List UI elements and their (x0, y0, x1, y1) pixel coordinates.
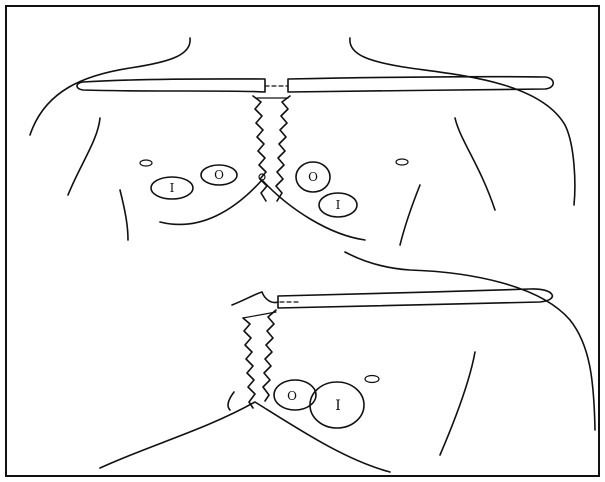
bottom-axilla-line (440, 352, 475, 455)
bottom-port-inflow-label: I (335, 398, 341, 414)
top-right-axilla-line (455, 118, 495, 210)
top-left-flank (120, 190, 128, 240)
top-right-nipple (396, 159, 408, 165)
bottom-port-outflow-label: O (287, 389, 297, 403)
top-left-clavicle (77, 79, 265, 92)
top-left-shoulder-line (30, 38, 190, 135)
top-left-nipple (140, 160, 152, 166)
top-right-shoulder-line (350, 38, 575, 205)
top-left-axilla-line (68, 118, 100, 195)
bottom-sternum-left-edge (243, 318, 255, 408)
bottom-sternal-notch (232, 292, 278, 305)
top-port-left-outflow-label: O (214, 168, 224, 182)
top-port-right-inflow-label: I (336, 198, 341, 212)
bottom-costal-margin (100, 402, 390, 472)
bottom-left-costal-tick (228, 392, 234, 410)
bottom-nipple (365, 376, 379, 383)
bottom-shoulder-line (345, 252, 595, 430)
top-right-flank (400, 185, 420, 245)
bottom-sternum-right-edge (263, 310, 276, 401)
top-panel: I O O I (30, 38, 575, 245)
top-costal-margin (160, 180, 365, 240)
top-port-right-outflow-label: O (308, 170, 318, 184)
top-sternum-left-edge (253, 96, 267, 201)
top-port-left-inflow-label: I (170, 181, 175, 195)
top-right-clavicle (288, 77, 553, 92)
bottom-panel: O I (100, 252, 595, 472)
top-sternum-right-edge (276, 96, 290, 201)
bottom-clavicle (278, 289, 552, 308)
